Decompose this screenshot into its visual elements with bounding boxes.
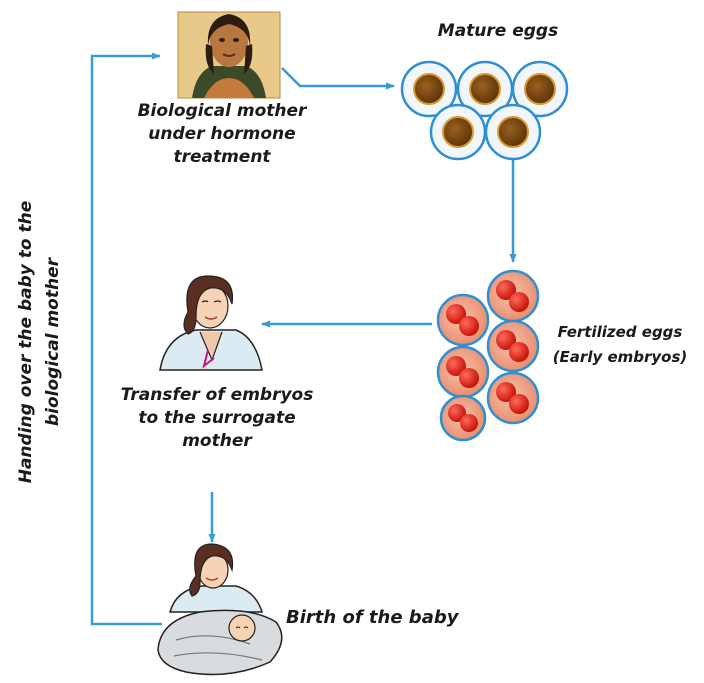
- biological-mother-line-2: under hormone: [122, 123, 322, 146]
- egg-cluster-icon: [402, 62, 567, 159]
- biological-mother-label: Biological mother under hormone treatmen…: [122, 100, 322, 169]
- return-path-line-1: Handing over the baby to the: [13, 201, 40, 484]
- arrow-mother-to-eggs: [282, 68, 394, 86]
- biological-mother-line-1: Biological mother: [122, 100, 322, 123]
- transfer-line-3: mother: [106, 430, 328, 453]
- birth-text: Birth of the baby: [286, 606, 496, 629]
- transfer-line-1: Transfer of embryos: [106, 384, 328, 407]
- fertilized-eggs-label: Fertilized eggs (Early embryos): [542, 320, 698, 370]
- surrogate-woman-icon: [160, 276, 262, 370]
- return-path-label: Handing over the baby to the biological …: [13, 201, 67, 484]
- birth-label: Birth of the baby: [286, 606, 496, 629]
- biological-mother-line-3: treatment: [122, 146, 322, 169]
- fertilized-eggs-line-1: Fertilized eggs: [542, 320, 698, 345]
- return-path-line-2: biological mother: [40, 201, 67, 484]
- embryo-cluster-icon: [438, 271, 538, 440]
- mature-eggs-label: Mature eggs: [408, 20, 588, 43]
- mother-with-baby-icon: [158, 544, 282, 674]
- fertilized-eggs-line-2: (Early embryos): [542, 345, 698, 370]
- transfer-label: Transfer of embryos to the surrogate mot…: [106, 384, 328, 453]
- transfer-line-2: to the surrogate: [106, 407, 328, 430]
- woman-portrait-icon: [178, 12, 280, 98]
- mature-eggs-text: Mature eggs: [408, 20, 588, 43]
